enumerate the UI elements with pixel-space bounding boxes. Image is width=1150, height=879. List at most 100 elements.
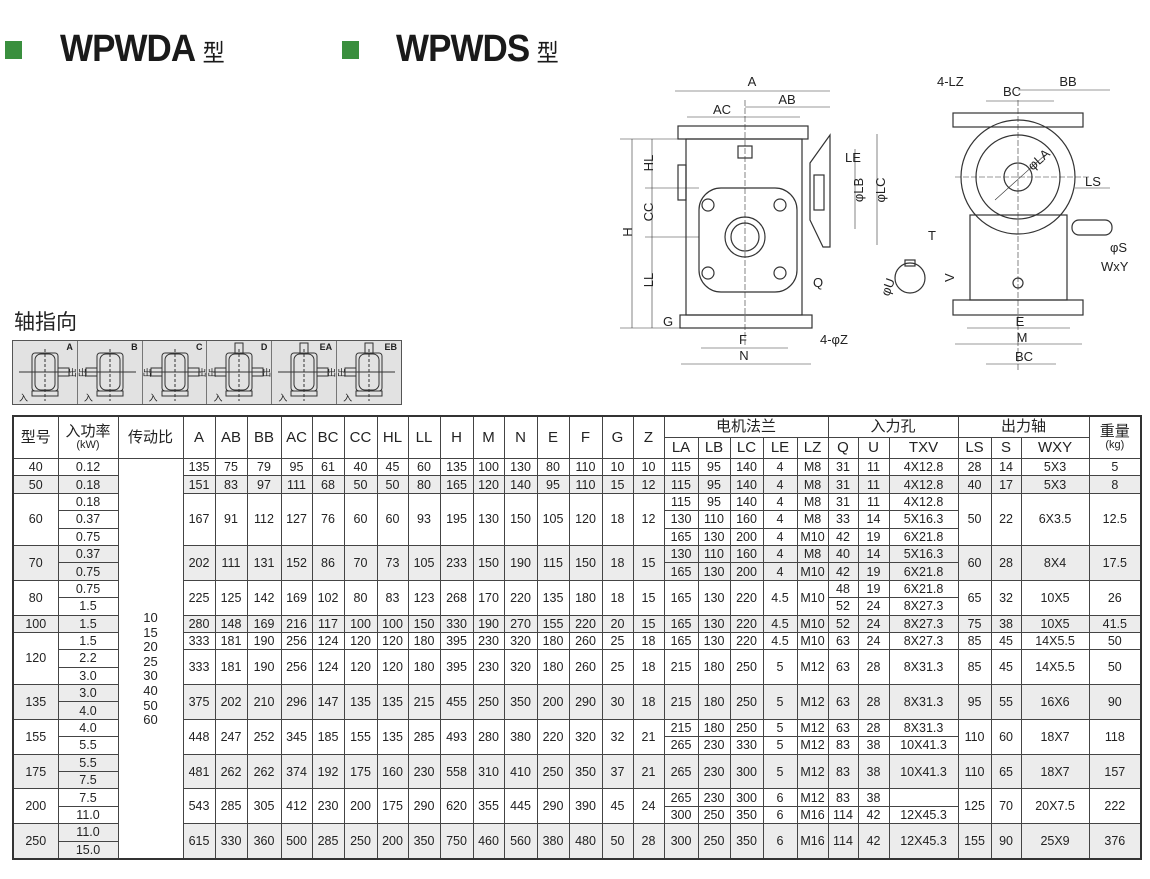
- power-cell: 7.5: [57, 788, 119, 807]
- flange-cell: 140: [729, 457, 764, 477]
- dims-cell: 410: [503, 753, 538, 790]
- flange-cell: 4.5: [762, 631, 798, 651]
- dims-cell: 111: [214, 544, 248, 581]
- output-cell: 60: [990, 718, 1022, 755]
- flange-cell: 250: [697, 823, 731, 860]
- input-cell: 8X27.3: [888, 614, 959, 633]
- output-label: 出: [67, 368, 77, 378]
- flange-cell: 130: [663, 510, 699, 529]
- flange-cell: 130: [697, 527, 731, 546]
- input-cell: 42: [827, 527, 859, 546]
- header-label: 入功率: [65, 422, 111, 440]
- flange-cell: 115: [663, 457, 699, 477]
- input-cell: 48: [827, 579, 859, 599]
- direction-type-label: B: [131, 342, 138, 352]
- power-cell: 0.37: [57, 544, 119, 564]
- label-wxy: WxY: [1101, 259, 1129, 274]
- output-cell: 50: [957, 492, 992, 546]
- label-h: H: [620, 227, 635, 236]
- dimension-drawing: A AB AC H HL CC LL G F N 4-φZ LE φLB φLC…: [620, 74, 1129, 370]
- header-label: E: [547, 428, 558, 446]
- gearbox-icon: [148, 349, 201, 401]
- flange-cell: 130: [697, 614, 731, 633]
- dims-cell: 45: [376, 457, 409, 477]
- gearbox-icon: [19, 349, 71, 401]
- flange-cell: 180: [697, 649, 731, 686]
- output-cell: 20X7.5: [1020, 788, 1090, 825]
- label-hl: HL: [641, 155, 656, 172]
- ratio-value: 20: [143, 639, 158, 655]
- dims-cell: 330: [439, 614, 474, 633]
- input-cell: 6X21.8: [888, 579, 959, 599]
- flange-cell: 220: [729, 631, 764, 651]
- ratio-value: 10: [143, 610, 158, 625]
- power-cell: 0.18: [57, 492, 119, 512]
- output-cell: 25X9: [1020, 823, 1090, 860]
- header-unit: (kW): [76, 438, 100, 451]
- output-label: 出: [197, 368, 207, 378]
- gear-body: [685, 138, 803, 316]
- dims-cell: 180: [407, 631, 441, 651]
- header-label: Z: [643, 428, 654, 446]
- label-bc-top: BC: [1003, 84, 1021, 99]
- flange-cell: M12: [796, 736, 829, 755]
- header-model: 型号: [12, 415, 59, 459]
- dims-cell: 110: [568, 475, 603, 494]
- dims-cell: 333: [182, 631, 216, 651]
- dims-cell: 147: [311, 684, 345, 720]
- dims-cell: 285: [407, 718, 441, 755]
- dims-cell: 40: [343, 457, 378, 477]
- label-cc: CC: [641, 203, 656, 222]
- dims-cell: 12: [632, 475, 665, 494]
- output-label: 出: [207, 368, 217, 378]
- label-e: E: [1016, 314, 1025, 329]
- dims-cell: 100: [343, 614, 378, 633]
- header-label: LS: [965, 439, 984, 456]
- dims-cell: 445: [503, 788, 538, 825]
- model-cell: 200: [12, 788, 59, 825]
- label-t: T: [928, 228, 936, 243]
- input-cell: 4X12.8: [888, 492, 959, 512]
- dims-cell: 200: [376, 823, 409, 860]
- output-cell: 18X7: [1020, 753, 1090, 790]
- dims-cell: 375: [182, 684, 216, 720]
- flange-cell: 140: [729, 475, 764, 494]
- header-dim: LL: [407, 415, 441, 459]
- dims-cell: 350: [503, 684, 538, 720]
- dims-cell: 220: [503, 579, 538, 616]
- header-flange: LB: [697, 437, 731, 459]
- flange-cell: 4.5: [762, 579, 798, 616]
- input-cell: 6X21.8: [888, 562, 959, 581]
- input-cell: 63: [827, 684, 859, 720]
- flange-cell: 5: [762, 718, 798, 738]
- output-cell: 70: [990, 788, 1022, 825]
- flange-cell: 200: [729, 562, 764, 581]
- power-cell: 7.5: [57, 771, 119, 790]
- input-cell: 38: [857, 753, 890, 790]
- dims-cell: 395: [439, 631, 474, 651]
- input-cell: 24: [857, 614, 890, 633]
- flange-cell: 5: [762, 684, 798, 720]
- output-label: 出: [327, 368, 337, 378]
- dims-cell: 73: [376, 544, 409, 581]
- dims-cell: 230: [407, 753, 441, 790]
- weight-cell: 50: [1088, 631, 1142, 651]
- flange-cell: 250: [729, 649, 764, 686]
- dims-cell: 95: [280, 457, 313, 477]
- input-cell: 11: [857, 457, 890, 477]
- dims-cell: 480: [568, 823, 603, 860]
- dims-cell: 120: [376, 631, 409, 651]
- header-label: LA: [671, 439, 691, 456]
- flange-cell: 140: [729, 492, 764, 512]
- header-dim: F: [568, 415, 603, 459]
- dims-cell: 180: [407, 649, 441, 686]
- label-ll: LL: [641, 273, 656, 287]
- dims-cell: 124: [311, 631, 345, 651]
- dims-cell: 290: [407, 788, 441, 825]
